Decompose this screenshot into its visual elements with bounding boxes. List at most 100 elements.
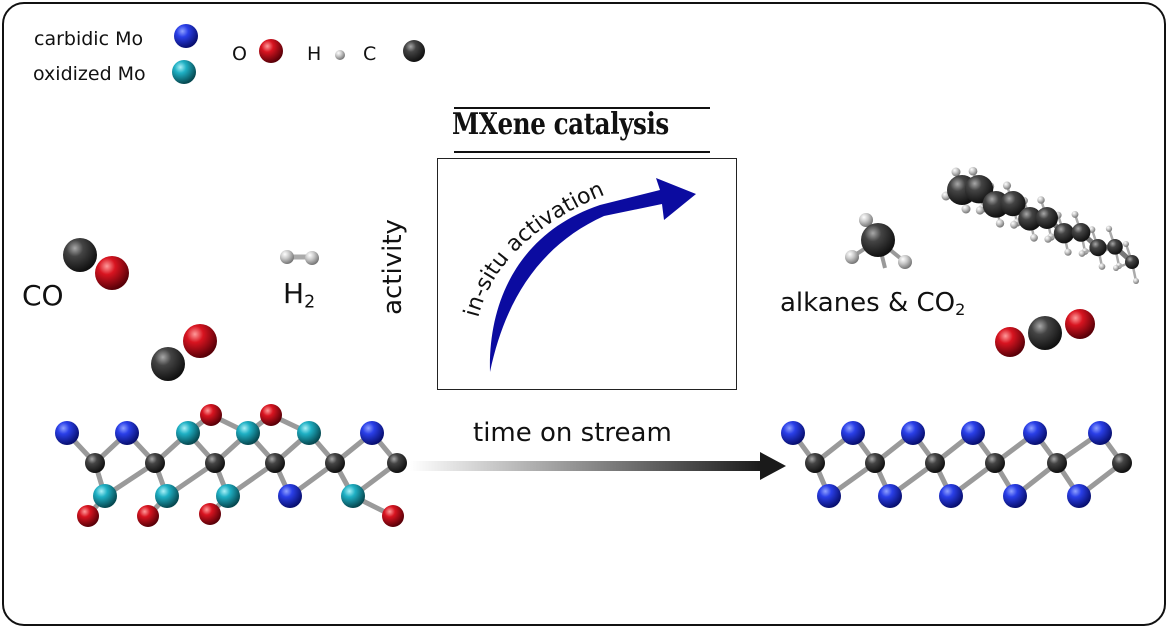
carbon-atom xyxy=(85,453,105,473)
carbon-atom xyxy=(1112,453,1132,473)
carbon-atom xyxy=(1107,239,1123,255)
carbon-atom xyxy=(1089,239,1107,257)
oxidized-mo-atom xyxy=(236,421,260,445)
activity-axis-label: activity xyxy=(377,219,408,315)
carbidic-mo-atom xyxy=(360,421,384,445)
carbidic-mo-atom xyxy=(939,484,963,508)
h2-molecule xyxy=(280,250,319,265)
legend-c-label: C xyxy=(363,43,377,65)
carbon-atom xyxy=(1053,223,1075,244)
carbon-atom xyxy=(865,453,885,473)
carbon-atom xyxy=(1047,453,1067,473)
hydrogen-atom xyxy=(1133,278,1139,284)
time-on-stream-arrow xyxy=(410,452,786,480)
legend-h-atom xyxy=(335,50,345,60)
hydrogen-atom xyxy=(975,206,985,215)
methane-molecule xyxy=(845,213,912,269)
hydrogen-atom xyxy=(951,167,961,177)
carbidic-mo-atom xyxy=(961,421,985,445)
hydrogen-atom xyxy=(1030,233,1038,242)
legend-o-atom xyxy=(259,39,283,63)
hydrogen-atom xyxy=(961,204,971,214)
carbidic-mo-atom xyxy=(1067,484,1091,508)
alkanes-label-sub: 2 xyxy=(955,300,966,320)
carbidic-mo-atom xyxy=(878,484,902,508)
oxygen-atom xyxy=(200,404,222,426)
activation-curve-arrow xyxy=(489,178,696,372)
hydrogen-atom xyxy=(1123,241,1129,247)
panel-title: MXene catalysis xyxy=(452,107,669,142)
carbon-atom xyxy=(1000,191,1026,217)
legend-o-label: O xyxy=(232,43,247,65)
oxidized-mo-atom xyxy=(216,484,240,508)
carbon-atom xyxy=(145,453,165,473)
oxidized-mo-atom xyxy=(297,421,321,445)
carbidic-mo-atom xyxy=(1088,421,1112,445)
legend-oxidized-mo-label: oxidized Mo xyxy=(33,63,146,85)
alkane-chain-molecule xyxy=(941,166,1139,284)
legend-carbidic-mo-label: carbidic Mo xyxy=(34,28,144,50)
h2-label-base: H xyxy=(283,277,305,310)
oxidized-mo-atom xyxy=(155,484,179,508)
h2-label: H2 xyxy=(283,280,315,312)
carbidic-mxene-slab xyxy=(781,421,1132,508)
carbon-atom xyxy=(265,453,285,473)
carbon-atom xyxy=(1018,207,1042,231)
hydrogen-atom xyxy=(1044,235,1052,243)
hydrogen-atom xyxy=(1037,196,1045,204)
carbidic-mo-atom xyxy=(55,421,79,445)
hydrogen-atom xyxy=(1064,248,1072,256)
hydrogen-atom xyxy=(1010,220,1018,229)
carbidic-mo-atom xyxy=(901,421,925,445)
hydrogen-atom xyxy=(1098,263,1106,270)
co-label: CO xyxy=(22,279,64,312)
hydrogen-atom xyxy=(1088,226,1096,233)
legend-carbidic-mo-atom xyxy=(174,24,198,48)
hydrogen-atom xyxy=(1105,225,1113,232)
carbidic-mo-atom xyxy=(817,484,841,508)
oxidized-mo-atom xyxy=(176,421,200,445)
time-on-stream-label: time on stream xyxy=(473,418,672,448)
hydrogen-atom xyxy=(968,166,978,176)
legend-c-atom xyxy=(403,40,425,62)
carbidic-mo-atom xyxy=(115,421,139,445)
oxidized-mxene-slab xyxy=(55,404,407,527)
hydrogen-atom xyxy=(995,219,1005,228)
oxidized-mo-atom xyxy=(93,484,117,508)
carbon-atom xyxy=(1071,223,1091,242)
carbon-atom xyxy=(805,453,825,473)
legend-oxidized-mo-atom xyxy=(172,60,196,84)
co2-molecule xyxy=(995,309,1095,357)
carbidic-mo-atom xyxy=(781,421,805,445)
carbidic-mo-atom xyxy=(841,421,865,445)
oxygen-atom xyxy=(199,503,221,525)
carbidic-mo-atom xyxy=(278,484,302,508)
carbon-atom xyxy=(387,453,407,473)
activity-plot-box xyxy=(437,158,737,390)
carbon-atom xyxy=(925,453,945,473)
alkanes-label-base: alkanes & CO xyxy=(780,288,956,318)
carbon-atom xyxy=(325,453,345,473)
carbon-atom xyxy=(985,453,1005,473)
alkanes-co2-label: alkanes & CO2 xyxy=(780,290,965,318)
oxidized-mo-atom xyxy=(341,484,365,508)
carbon-atom xyxy=(1036,207,1058,229)
hydrogen-atom xyxy=(1002,181,1012,190)
co-molecule-upper xyxy=(63,238,129,290)
carbon-atom xyxy=(1125,255,1139,269)
legend-h-label: H xyxy=(307,43,322,65)
h2-label-sub: 2 xyxy=(304,292,316,313)
carbidic-mo-atom xyxy=(1003,484,1027,508)
hydrogen-atom xyxy=(1071,210,1079,218)
oxygen-atom xyxy=(137,505,159,527)
carbon-atom xyxy=(205,453,225,473)
co-molecule-lower xyxy=(151,324,217,381)
oxygen-atom xyxy=(382,505,404,527)
hydrogen-atom xyxy=(1078,250,1086,257)
oxygen-atom xyxy=(260,404,282,426)
oxygen-atom xyxy=(77,505,99,527)
hydrogen-atom xyxy=(1113,265,1119,271)
carbidic-mo-atom xyxy=(1023,421,1047,445)
